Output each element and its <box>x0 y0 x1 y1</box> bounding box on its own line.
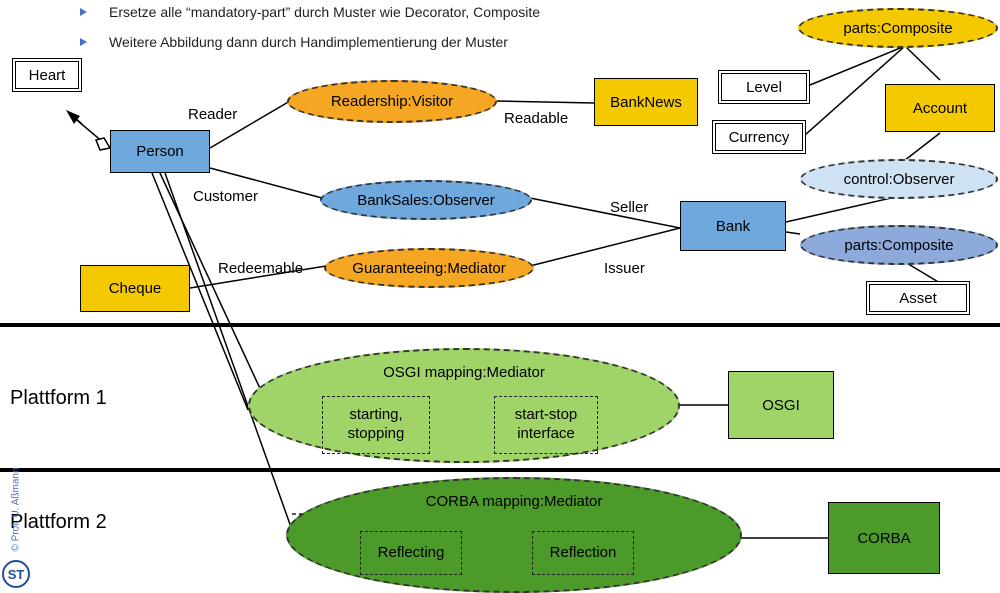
banknews-class: BankNews <box>594 78 698 126</box>
heart-class: Heart <box>12 58 82 92</box>
bullet-2-text: Weitere Abbildung dann durch Handimpleme… <box>109 34 508 50</box>
person-osgi-line-2 <box>151 172 249 411</box>
level-composite-line <box>809 45 906 86</box>
seller-role: Seller <box>610 199 649 216</box>
reader-role: Reader <box>188 106 238 123</box>
bullet-2: Weitere Abbildung dann durch Handimpleme… <box>80 34 508 50</box>
starting-stopping-part: starting, stopping <box>322 396 430 454</box>
customer-role: Customer <box>193 188 259 205</box>
seller-line <box>529 197 681 229</box>
st-logo: ST <box>2 560 30 588</box>
control-observer: control:Observer <box>800 159 998 199</box>
banksales-observer: BankSales:Observer <box>320 180 532 220</box>
level-class: Level <box>718 70 810 104</box>
issuer-role: Issuer <box>604 260 645 277</box>
reflecting-part: Reflecting <box>360 531 462 575</box>
bank-control-line <box>785 195 901 223</box>
reflection-part: Reflection <box>532 531 634 575</box>
reader-line <box>209 100 291 149</box>
bullet-triangle-icon <box>80 8 87 16</box>
parts-composite-top: parts:Composite <box>798 8 998 48</box>
redeemable-line <box>189 265 327 289</box>
corba-mapping-mediator: CORBA mapping:Mediator <box>286 477 742 593</box>
issuer-line <box>529 227 681 267</box>
copyright-text: © Prof. U. Aßmann <box>10 467 22 552</box>
redeemable-role: Redeemable <box>218 260 304 277</box>
cheque-class: Cheque <box>80 265 190 312</box>
corba-mapping-title: CORBA mapping:Mediator <box>425 493 603 510</box>
person-corba-line <box>164 172 293 531</box>
start-stop-interface-part: start-stop interface <box>494 396 598 454</box>
readership-visitor: Readership:Visitor <box>287 80 497 123</box>
corba-node: CORBA <box>828 502 940 574</box>
guaranteeing-mediator: Guaranteeing:Mediator <box>324 248 534 288</box>
bank-class: Bank <box>680 201 786 251</box>
osgi-mapping-mediator: OSGI mapping:Mediator <box>248 348 680 463</box>
asset-class: Asset <box>866 281 970 315</box>
bullet-1-text: Ersetze alle “mandatory-part” durch Must… <box>109 4 541 20</box>
bank-parts-line <box>785 231 801 235</box>
readable-role: Readable <box>504 110 569 127</box>
person-class: Person <box>110 130 210 173</box>
parts-composite-bottom: parts:Composite <box>800 225 998 265</box>
arrow-head <box>66 110 80 124</box>
account-composite-line <box>904 45 941 81</box>
platform-1-label: Plattform 1 <box>10 387 107 409</box>
osgi-mapping-title: OSGI mapping:Mediator <box>383 364 545 381</box>
currency-composite-line <box>804 45 906 136</box>
osgi-node: OSGI <box>728 371 834 439</box>
platform-2-label: Plattform 2 <box>10 511 107 533</box>
customer-line <box>209 167 323 199</box>
bullet-triangle-icon <box>80 38 87 46</box>
account-class: Account <box>885 84 995 132</box>
bullet-1: Ersetze alle “mandatory-part” durch Must… <box>80 4 540 20</box>
aggregation-diamond <box>94 137 112 151</box>
currency-class: Currency <box>712 120 806 154</box>
readable-line <box>495 100 595 104</box>
